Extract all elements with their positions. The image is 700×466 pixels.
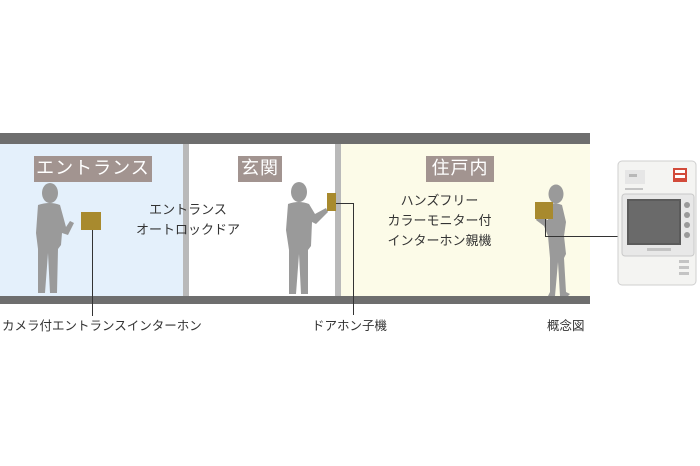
camera-intercom-leader-line (92, 230, 93, 316)
person-entrance-icon (36, 183, 74, 293)
monitor-label-line1: ハンズフリー (400, 194, 479, 209)
room-label-interior: 住戸内 (426, 156, 494, 182)
person-genkan-icon (286, 182, 328, 294)
person-interior-icon (536, 184, 570, 296)
entrance-intercom-panel (81, 212, 101, 230)
intercom-monitor-device-icon (617, 160, 697, 286)
camera-intercom-caption: カメラ付エントランスインターホン (2, 318, 202, 333)
ceiling-band (0, 133, 590, 144)
door-phone-caption: ドアホン子機 (312, 318, 388, 333)
monitor-leader-h (545, 236, 618, 237)
door-phone-leader-v (353, 203, 354, 315)
door-phone-leader-h (336, 203, 354, 204)
autolock-label-line1: エントランス (149, 203, 227, 218)
concept-caption: 概念図 (547, 318, 585, 333)
monitor-label-line3: インターホン親機 (387, 234, 492, 249)
monitor-label: ハンズフリー カラーモニター付 インターホン親機 (372, 192, 507, 252)
wall-right (335, 144, 341, 296)
door-phone-unit (327, 193, 336, 211)
monitor-leader-v (545, 219, 546, 236)
monitor-unit-marker (535, 202, 553, 219)
room-label-genkan: 玄関 (238, 156, 282, 182)
autolock-label-line2: オートロックドア (135, 223, 240, 238)
autolock-door-label: エントランス オートロックドア (128, 201, 248, 241)
monitor-label-line2: カラーモニター付 (387, 214, 492, 229)
room-label-entrance: エントランス (34, 156, 152, 182)
wall-left (183, 144, 189, 296)
floor-band (0, 296, 590, 304)
